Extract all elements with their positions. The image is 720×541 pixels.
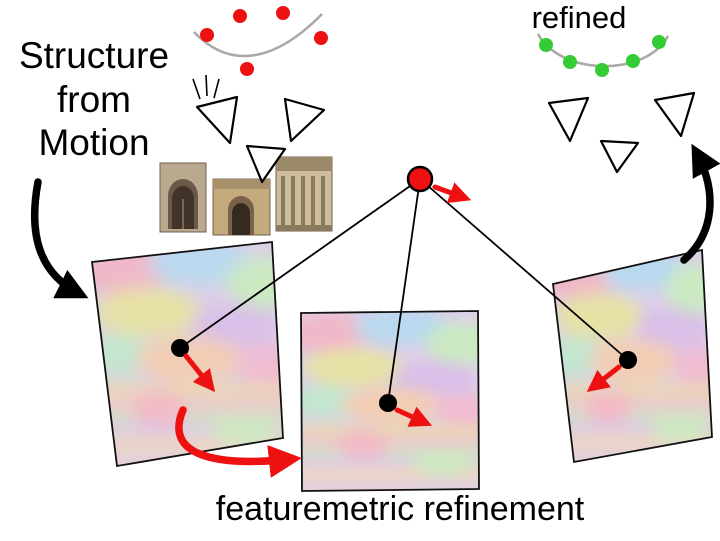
projection-ray-left bbox=[179, 178, 421, 349]
feature-map-middle bbox=[300, 310, 480, 492]
map-to-refined-arrow bbox=[680, 143, 720, 264]
noisy-points-group bbox=[193, 6, 328, 76]
camera-frustum-icon bbox=[283, 97, 326, 143]
refined-label: refined bbox=[531, 0, 627, 35]
scene-point bbox=[406, 165, 434, 193]
feature-gradient-arrow-right bbox=[586, 364, 622, 393]
feature-map-left-border bbox=[90, 241, 284, 468]
refined-point bbox=[652, 35, 666, 49]
sfm-to-map-arrow bbox=[30, 178, 89, 299]
noisy-point bbox=[276, 6, 290, 20]
camera-frustum-icon bbox=[245, 144, 287, 184]
camera-frustum-icon bbox=[547, 96, 590, 143]
scene-point-gradient-arrow bbox=[432, 182, 472, 204]
noisy-point bbox=[240, 62, 254, 76]
refined-frustums bbox=[547, 91, 696, 174]
feature-gradient-arrow-middle bbox=[394, 406, 433, 427]
feature-map-right bbox=[552, 248, 713, 464]
feature-point-left bbox=[171, 339, 189, 357]
noisy-point bbox=[233, 9, 247, 23]
light-rays-icon bbox=[192, 74, 220, 100]
feature-point-right bbox=[619, 351, 637, 369]
refined-curve bbox=[536, 33, 670, 68]
refined-point bbox=[626, 54, 640, 68]
camera-frustum-icon bbox=[599, 139, 640, 174]
noisy-point bbox=[200, 28, 214, 42]
structure-curve bbox=[193, 13, 323, 58]
refined-point bbox=[563, 55, 577, 69]
projection-ray-middle bbox=[387, 178, 421, 404]
sfm-frustums bbox=[192, 74, 326, 184]
refined-point bbox=[595, 63, 609, 77]
feature-map-middle-border bbox=[300, 310, 480, 492]
building-photo-1 bbox=[159, 162, 207, 233]
refined-point bbox=[539, 38, 553, 52]
caption-label: featuremetric refinement bbox=[215, 490, 585, 528]
building-photo-2 bbox=[212, 178, 271, 236]
noisy-point bbox=[314, 31, 328, 45]
refined-points-group bbox=[536, 33, 670, 77]
projection-ray-right bbox=[419, 178, 629, 361]
feature-map-left bbox=[75, 232, 312, 481]
sfm-label: Structure from Motion bbox=[18, 35, 170, 164]
refinement-transfer-arrow bbox=[175, 406, 302, 478]
camera-frustum-icon bbox=[195, 95, 239, 145]
feature-map-left-texture bbox=[75, 232, 312, 481]
building-photo-3 bbox=[275, 156, 333, 232]
camera-frustum-icon bbox=[653, 91, 696, 138]
feature-point-middle bbox=[379, 394, 397, 412]
feature-map-right-border bbox=[552, 248, 713, 464]
feature-gradient-arrow-left bbox=[183, 353, 216, 393]
